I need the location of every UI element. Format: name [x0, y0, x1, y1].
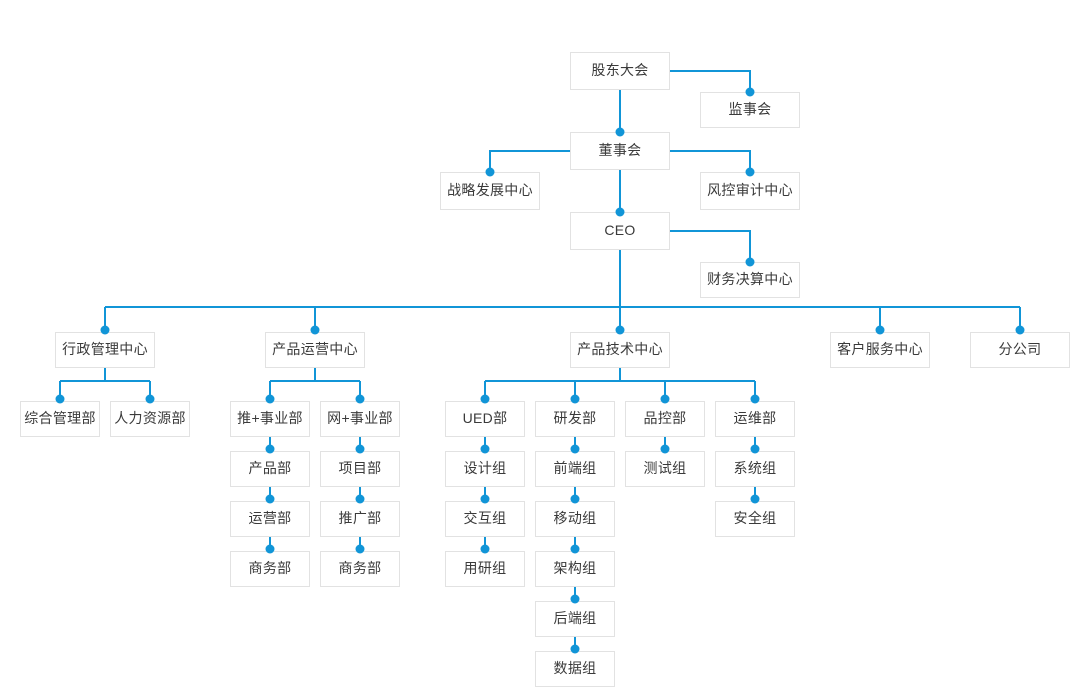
dot-qianduan: [570, 444, 580, 454]
dot-hr: [145, 394, 155, 404]
org-node-shangwu-bu-1[interactable]: 商务部: [230, 551, 310, 587]
org-node-shuju-zu[interactable]: 数据组: [535, 651, 615, 687]
org-node-jiaohu-zu[interactable]: 交互组: [445, 501, 525, 537]
board-to-riskaudit: [670, 150, 751, 172]
dot-finance: [745, 257, 755, 267]
org-node-anquan-zu[interactable]: 安全组: [715, 501, 795, 537]
org-node-admin-center[interactable]: 行政管理中心: [55, 332, 155, 368]
dot-yidong: [570, 494, 580, 504]
dot-yunying: [265, 494, 275, 504]
org-node-supervisory[interactable]: 监事会: [700, 92, 800, 128]
dot-shangwu-1: [265, 544, 275, 554]
dot-xiangmu: [355, 444, 365, 454]
dot-chanpin: [265, 444, 275, 454]
org-node-product-ops-center[interactable]: 产品运营中心: [265, 332, 365, 368]
dot-board: [615, 127, 625, 137]
org-node-sheji-zu[interactable]: 设计组: [445, 451, 525, 487]
board-to-strategy: [489, 150, 570, 172]
dot-yunwei: [750, 394, 760, 404]
dot-wang: [355, 394, 365, 404]
org-node-tuiguang-bu[interactable]: 推广部: [320, 501, 400, 537]
org-node-pinkong-bu[interactable]: 品控部: [625, 401, 705, 437]
dot-sheji: [480, 444, 490, 454]
org-node-houduan-zu[interactable]: 后端组: [535, 601, 615, 637]
dot-yanfa: [570, 394, 580, 404]
dot-ceo: [615, 207, 625, 217]
org-node-yidong-zu[interactable]: 移动组: [535, 501, 615, 537]
dot-product-tech-center: [615, 325, 625, 335]
dot-ceshi: [660, 444, 670, 454]
org-node-shareholders[interactable]: 股东大会: [570, 52, 670, 90]
org-node-ceo[interactable]: CEO: [570, 212, 670, 250]
dot-riskaudit: [745, 167, 755, 177]
org-node-general-admin[interactable]: 综合管理部: [20, 401, 100, 437]
dot-jiagou: [570, 544, 580, 554]
org-node-hr[interactable]: 人力资源部: [110, 401, 190, 437]
dot-shangwu-2: [355, 544, 365, 554]
dot-customer-service-center: [875, 325, 885, 335]
org-node-chanpin-bu[interactable]: 产品部: [230, 451, 310, 487]
org-node-qianduan-zu[interactable]: 前端组: [535, 451, 615, 487]
dot-shuju: [570, 644, 580, 654]
dot-jiaohu: [480, 494, 490, 504]
org-node-ued-bu[interactable]: UED部: [445, 401, 525, 437]
dot-houduan: [570, 594, 580, 604]
dot-tuiguang: [355, 494, 365, 504]
shareholders-to-supervisory: [670, 70, 751, 92]
org-node-yunwei-bu[interactable]: 运维部: [715, 401, 795, 437]
dot-branch-company: [1015, 325, 1025, 335]
org-node-yanfa-bu[interactable]: 研发部: [535, 401, 615, 437]
org-node-xitong-zu[interactable]: 系统组: [715, 451, 795, 487]
org-node-xiangmu-bu[interactable]: 项目部: [320, 451, 400, 487]
org-node-finance[interactable]: 财务决算中心: [700, 262, 800, 298]
dot-tui: [265, 394, 275, 404]
org-node-tui-bu[interactable]: 推+事业部: [230, 401, 310, 437]
org-node-riskaudit[interactable]: 风控审计中心: [700, 172, 800, 210]
org-node-customer-service-center[interactable]: 客户服务中心: [830, 332, 930, 368]
org-node-wang-bu[interactable]: 网+事业部: [320, 401, 400, 437]
dot-supervisory: [745, 87, 755, 97]
dot-yanyan: [480, 544, 490, 554]
ceo-to-finance: [670, 230, 751, 262]
dot-xitong: [750, 444, 760, 454]
org-node-strategy[interactable]: 战略发展中心: [440, 172, 540, 210]
dot-pinkong: [660, 394, 670, 404]
dot-general-admin: [55, 394, 65, 404]
dot-admin-center: [100, 325, 110, 335]
org-node-yanyan-zu[interactable]: 用研组: [445, 551, 525, 587]
dot-anquan: [750, 494, 760, 504]
dot-ued: [480, 394, 490, 404]
org-node-product-tech-center[interactable]: 产品技术中心: [570, 332, 670, 368]
org-node-branch-company[interactable]: 分公司: [970, 332, 1070, 368]
org-node-ceshi-zu[interactable]: 测试组: [625, 451, 705, 487]
dot-strategy: [485, 167, 495, 177]
org-node-jiagou-zu[interactable]: 架构组: [535, 551, 615, 587]
org-node-board[interactable]: 董事会: [570, 132, 670, 170]
org-node-shangwu-bu-2[interactable]: 商务部: [320, 551, 400, 587]
org-node-yunying-bu[interactable]: 运营部: [230, 501, 310, 537]
dot-product-ops-center: [310, 325, 320, 335]
